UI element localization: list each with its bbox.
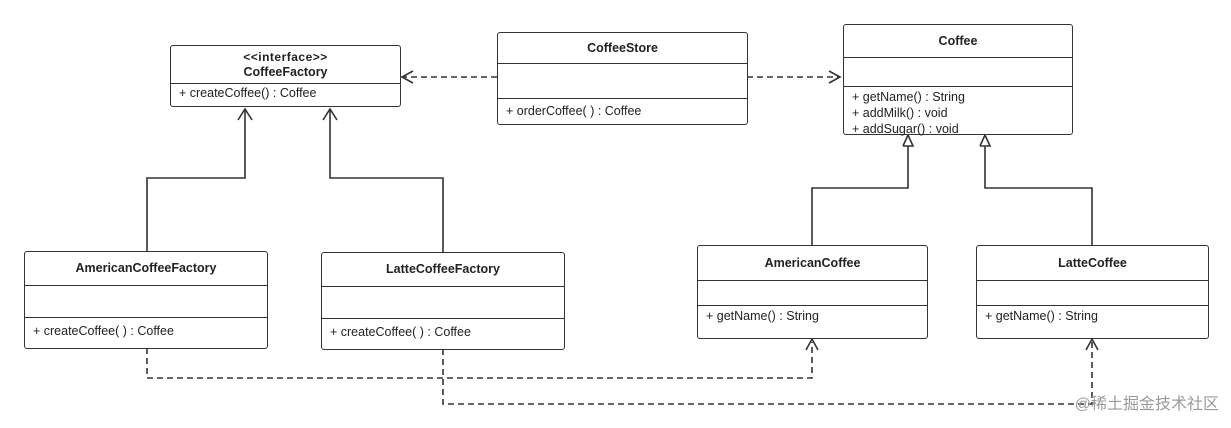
dependency-latte-factory-to-coffee [442, 342, 1093, 405]
open-arrowhead-latte-coffee [1085, 337, 1099, 351]
operation: + createCoffee() : Coffee [179, 86, 317, 100]
class-name: Coffee [938, 33, 978, 48]
class-coffee-store[interactable]: CoffeeStore + orderCoffee( ) : Coffee [497, 32, 748, 125]
operations-section: + createCoffee() : Coffee [171, 83, 400, 102]
operations-section: + orderCoffee( ) : Coffee [498, 98, 747, 120]
open-arrowhead-coffee [828, 70, 842, 84]
operation: + orderCoffee( ) : Coffee [506, 104, 642, 118]
class-name: LatteCoffee [1058, 255, 1127, 270]
operation: + addSugar() : void [852, 122, 959, 136]
class-american-coffee-factory[interactable]: AmericanCoffeeFactory + createCoffee( ) … [24, 251, 268, 349]
operations-section: + createCoffee( ) : Coffee [322, 318, 564, 341]
inheritance-american-coffee [811, 146, 909, 246]
operation: + getName() : String [706, 309, 819, 323]
operation: + createCoffee( ) : Coffee [330, 325, 471, 339]
class-american-coffee[interactable]: AmericanCoffee + getName() : String [697, 245, 928, 339]
stereotype-label: <<interface>> [243, 49, 328, 64]
attributes-section [322, 286, 564, 318]
dependency-american-factory-to-coffee [146, 342, 813, 379]
class-latte-coffee[interactable]: LatteCoffee + getName() : String [976, 245, 1209, 339]
class-name-section: AmericanCoffeeFactory [25, 252, 267, 285]
operation: + createCoffee( ) : Coffee [33, 324, 174, 338]
class-name-section: Coffee [844, 25, 1072, 57]
open-arrowhead-realization-2 [322, 107, 338, 121]
operation: + addMilk() : void [852, 106, 948, 120]
realization-american-factory [146, 110, 246, 252]
attributes-section [698, 280, 927, 305]
class-name: CoffeeStore [587, 40, 658, 55]
class-name-section: AmericanCoffee [698, 246, 927, 280]
open-arrowhead-american-coffee [805, 337, 819, 351]
operations-section: + getName() : String [698, 305, 927, 325]
inheritance-latte-coffee [984, 146, 1093, 246]
operations-section: + getName() : String + addMilk() : void … [844, 86, 1072, 138]
class-name: AmericanCoffee [764, 255, 861, 270]
class-name: LatteCoffeeFactory [386, 262, 500, 276]
open-arrowhead-factory [400, 70, 414, 84]
watermark-text: @稀土掘金技术社区 [1074, 396, 1219, 413]
attributes-section [844, 57, 1072, 86]
operations-section: + getName() : String [977, 305, 1208, 325]
class-latte-coffee-factory[interactable]: LatteCoffeeFactory + createCoffee( ) : C… [321, 252, 565, 350]
class-name-section: LatteCoffee [977, 246, 1208, 280]
class-name-section: LatteCoffeeFactory [322, 253, 564, 286]
attributes-section [498, 63, 747, 98]
hollow-triangle-2 [979, 133, 992, 147]
class-coffee-factory[interactable]: <<interface>> CoffeeFactory + createCoff… [170, 45, 401, 107]
operations-section: + createCoffee( ) : Coffee [25, 317, 267, 340]
class-name: AmericanCoffeeFactory [75, 261, 217, 275]
attributes-section [977, 280, 1208, 305]
realization-latte-factory [329, 110, 444, 252]
attributes-section [25, 285, 267, 317]
class-coffee[interactable]: Coffee + getName() : String + addMilk() … [843, 24, 1073, 138]
class-name-section: CoffeeStore [498, 33, 747, 63]
class-name-section: <<interface>> CoffeeFactory [171, 46, 400, 83]
class-name: CoffeeFactory [243, 64, 328, 79]
hollow-triangle-1 [902, 133, 915, 147]
operation: + getName() : String [852, 90, 965, 104]
operation: + getName() : String [985, 309, 1098, 323]
open-arrowhead-realization-1 [237, 107, 253, 121]
